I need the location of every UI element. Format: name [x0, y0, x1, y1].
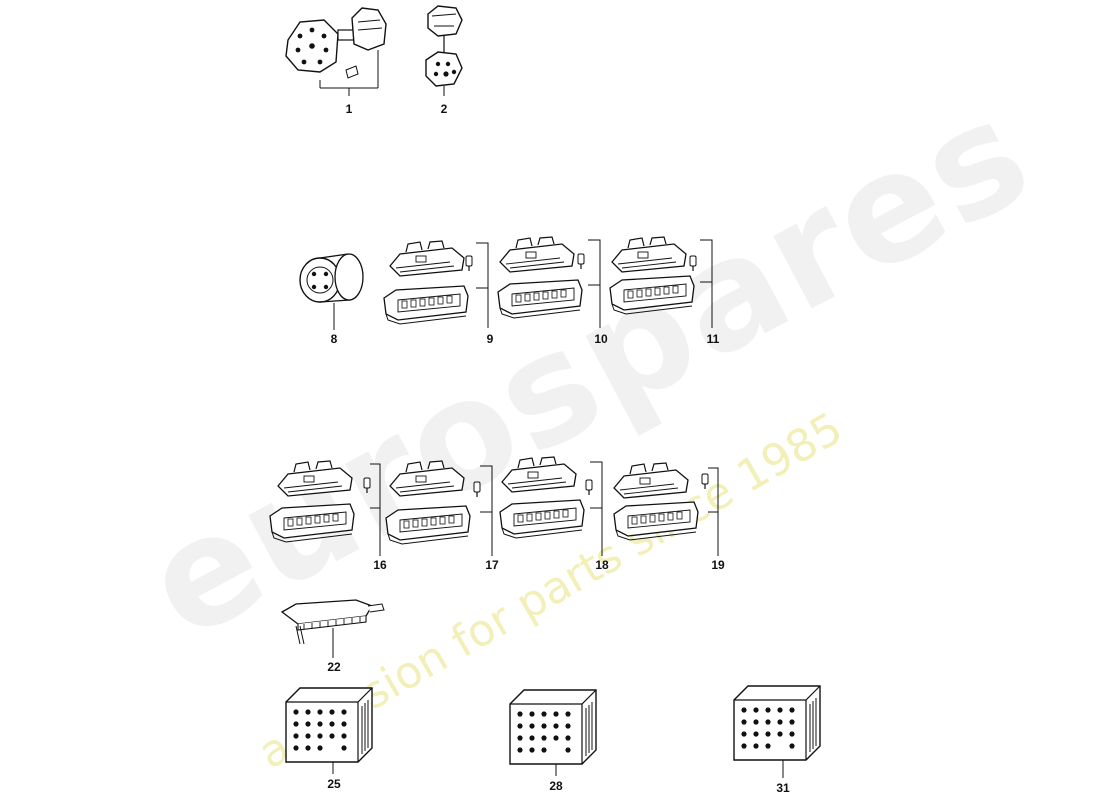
part-11-connector-drawing	[609, 236, 713, 328]
part-number-31: 31	[776, 781, 790, 795]
part-number-25: 25	[327, 777, 341, 791]
part-22-terminal-strip-drawing	[280, 599, 385, 658]
part-16-connector-drawing	[269, 460, 381, 556]
part-25-block-drawing	[285, 687, 373, 774]
part-number-18: 18	[595, 558, 609, 572]
part-number-22: 22	[327, 660, 341, 674]
part-number-11: 11	[706, 332, 720, 346]
part-28-block-drawing	[509, 689, 597, 776]
part-number-9: 9	[486, 332, 494, 346]
part-1-connector-drawing	[285, 7, 387, 96]
part-31-block-drawing	[733, 685, 821, 778]
part-19-connector-drawing	[613, 462, 719, 556]
part-number-17: 17	[485, 558, 499, 572]
part-number-1: 1	[345, 102, 353, 116]
part-number-10: 10	[594, 332, 608, 346]
part-number-8: 8	[330, 332, 338, 346]
part-9-connector-drawing	[383, 240, 489, 328]
part-8-round-socket-drawing	[299, 253, 364, 330]
part-number-2: 2	[440, 102, 448, 116]
part-number-16: 16	[373, 558, 387, 572]
part-18-connector-drawing	[499, 456, 603, 556]
part-10-connector-drawing	[497, 236, 601, 328]
part-number-19: 19	[711, 558, 725, 572]
part-number-28: 28	[549, 779, 563, 793]
part-17-connector-drawing	[385, 460, 493, 556]
part-2-connector-drawing	[425, 5, 463, 96]
